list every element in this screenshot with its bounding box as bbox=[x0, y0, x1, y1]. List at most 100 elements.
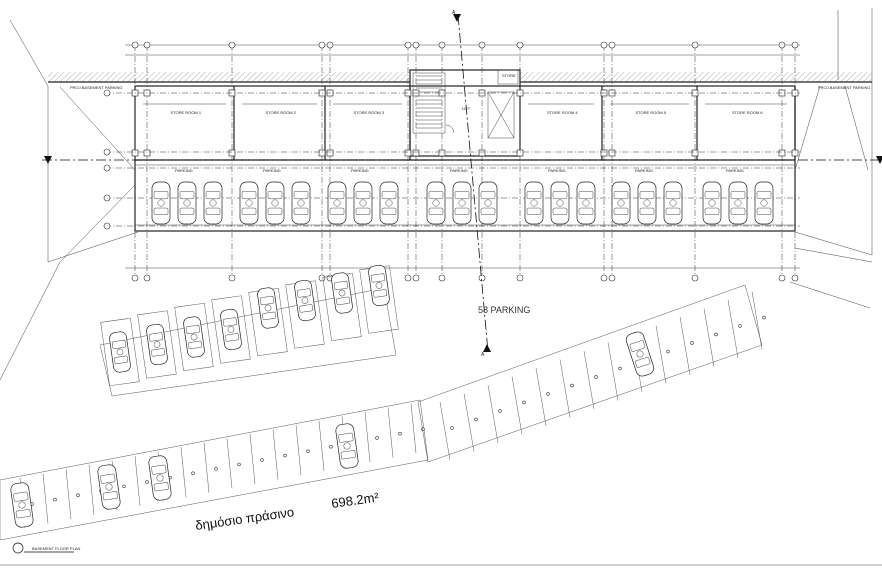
column bbox=[438, 149, 446, 157]
grid-bubble-bottom bbox=[412, 274, 420, 282]
car-icon bbox=[754, 181, 774, 225]
grid-bubble-bottom bbox=[438, 274, 446, 282]
bay-marker bbox=[375, 436, 379, 440]
parking-row-building bbox=[151, 181, 774, 225]
public-green-label: δημόσιο πράσινο bbox=[194, 504, 295, 533]
bay-marker bbox=[738, 324, 742, 328]
bay-marker bbox=[237, 462, 241, 467]
bay-marker bbox=[53, 497, 57, 502]
bay-divider bbox=[655, 325, 667, 384]
bay-divider bbox=[679, 316, 691, 376]
grid-bubble-bottom bbox=[691, 274, 699, 282]
car-icon bbox=[177, 181, 197, 225]
bay-divider bbox=[703, 308, 715, 367]
grid-bubble-bottom bbox=[600, 274, 608, 282]
bay-marker bbox=[714, 332, 718, 337]
bay-marker bbox=[570, 383, 574, 388]
external-parking-row-a bbox=[99, 264, 399, 397]
car-icon bbox=[146, 323, 168, 366]
car-icon bbox=[353, 181, 373, 225]
bay-marker bbox=[618, 366, 622, 371]
column bbox=[600, 149, 608, 157]
grid-bubble-left bbox=[103, 148, 111, 156]
grid-bubble-left bbox=[103, 222, 111, 230]
grid-bubble-top bbox=[516, 41, 524, 49]
grid-bubble-bottom bbox=[478, 274, 486, 282]
bay-divider bbox=[318, 420, 325, 471]
bay-divider bbox=[203, 442, 210, 493]
bay-marker bbox=[522, 400, 526, 405]
car-icon bbox=[291, 181, 311, 225]
car-icon bbox=[728, 181, 748, 225]
bay-divider bbox=[65, 469, 72, 520]
column bbox=[131, 149, 139, 157]
grid-bubble-top bbox=[478, 41, 486, 49]
car-icon bbox=[625, 331, 655, 377]
title-block: BASEMENT FLOOR PLAN bbox=[12, 542, 80, 554]
parking-count-label: 58 PARKING bbox=[478, 305, 530, 315]
grid-bubble-top bbox=[438, 41, 446, 49]
bay-divider bbox=[249, 433, 256, 485]
column bbox=[228, 149, 236, 157]
car-icon bbox=[426, 181, 446, 225]
store-room-label: STORE ROOM 2 bbox=[266, 110, 297, 115]
bay-marker bbox=[145, 480, 149, 484]
column bbox=[691, 149, 699, 157]
grid-bubble-top bbox=[791, 41, 799, 49]
parking-tag: PARKING bbox=[450, 168, 468, 173]
parking-block-outline bbox=[99, 287, 397, 397]
bay-divider bbox=[272, 429, 279, 480]
car-icon bbox=[663, 181, 683, 225]
bay-divider bbox=[535, 367, 547, 427]
grid-bubble-bottom bbox=[143, 274, 151, 282]
grid-bubble-bottom bbox=[404, 274, 412, 282]
parking-bay bbox=[137, 310, 177, 379]
bay-divider bbox=[727, 299, 739, 359]
grid-bubble-top bbox=[318, 41, 326, 49]
area-label: 698.2m² bbox=[330, 489, 380, 511]
grid-bubble-bottom bbox=[778, 274, 786, 282]
title-block-label: BASEMENT FLOOR PLAN bbox=[32, 546, 80, 551]
bay-divider bbox=[364, 411, 371, 463]
parking-bay bbox=[211, 295, 251, 364]
bay-divider bbox=[387, 407, 394, 458]
car-icon bbox=[335, 423, 359, 469]
bay-marker bbox=[666, 349, 670, 354]
bay-divider bbox=[42, 473, 49, 524]
bay-divider bbox=[751, 291, 763, 350]
store-room-label: STORE ROOM 1 bbox=[171, 110, 202, 115]
parking-tag: PARKING bbox=[635, 168, 653, 173]
column bbox=[478, 149, 486, 157]
parking-strip-c bbox=[417, 284, 763, 463]
car-icon bbox=[379, 181, 399, 225]
grid-bubble-bottom bbox=[608, 274, 616, 282]
bay-divider bbox=[583, 350, 595, 410]
stair-core: STORE LIFT bbox=[412, 69, 519, 139]
car-icon bbox=[10, 482, 34, 528]
bay-divider bbox=[88, 464, 95, 515]
bay-marker bbox=[594, 375, 598, 379]
grid-bubble-top bbox=[778, 41, 786, 49]
car-icon bbox=[637, 181, 657, 225]
grid-bubble-bottom bbox=[228, 274, 236, 282]
store-small-label: STORE bbox=[502, 73, 516, 78]
bay-divider bbox=[439, 401, 451, 461]
right-corner-note: PROJ.BASEMENT PARKING bbox=[818, 85, 871, 90]
bay-marker bbox=[260, 458, 264, 462]
car-icon bbox=[239, 181, 259, 225]
bay-divider bbox=[134, 455, 141, 507]
grid-bubble-top bbox=[608, 41, 616, 49]
bay-divider bbox=[180, 447, 187, 498]
external-parking-row-c bbox=[417, 284, 766, 463]
column bbox=[143, 149, 151, 157]
bay-marker bbox=[122, 484, 126, 489]
car-icon bbox=[109, 331, 131, 373]
car-icon bbox=[220, 308, 242, 351]
car-icon bbox=[611, 181, 631, 225]
column bbox=[318, 149, 326, 157]
column bbox=[404, 149, 412, 157]
store-room-label: STORE ROOM 4 bbox=[547, 110, 578, 115]
bay-marker bbox=[421, 427, 425, 431]
